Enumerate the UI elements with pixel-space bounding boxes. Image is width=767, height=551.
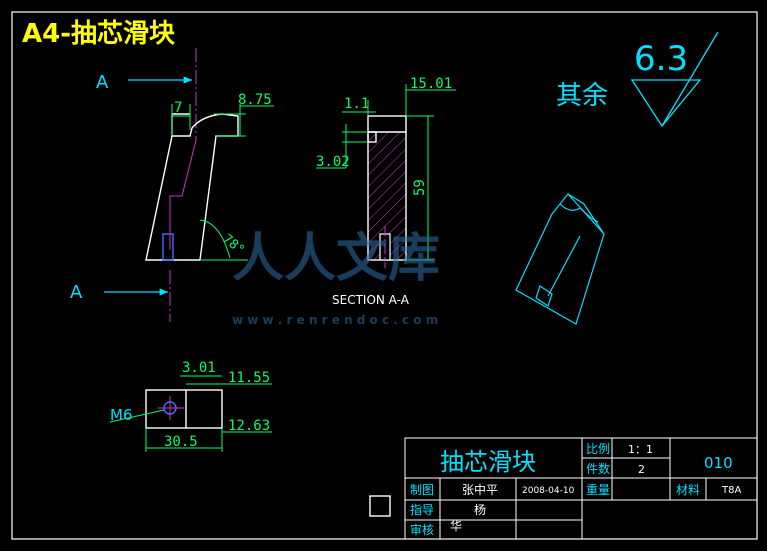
roughness-triangle [630,31,719,128]
tb-check-name: 华 [450,519,462,533]
view-arrow-label-bottom: A [70,282,83,303]
dim-1-1: 1.1 [344,96,369,112]
dim-12-63: 12.63 [228,418,270,434]
sheet-border [11,11,758,540]
view-arrow-label-top: A [96,72,109,93]
iso-hole [535,285,553,307]
tb-material-value: T8A [721,485,741,496]
tb-scale-label: 比例 [586,442,610,456]
tb-guide-label: 指导 [410,502,434,517]
tb-drawn-name: 张中平 [462,482,498,497]
section-slot [367,131,377,143]
dim-8-75: 8.75 [238,92,272,108]
dim-15-01: 15.01 [410,76,452,92]
dim-leader-m6 [109,409,165,423]
tb-qty-value: 2 [638,463,645,476]
side-outline [145,389,223,429]
tb-guide-name: 杨 [474,502,486,517]
watermark: 人人文库 w w w . r e n r e n d o c . c o m [232,229,440,327]
dim-3-02: 3.02 [316,154,350,170]
tb-scale-value: 1：1 [628,443,653,456]
tb-drawn-date: 2008-04-10 [522,486,575,496]
slider-core-path [169,139,197,250]
side-view: 3.01 11.55 M6 30.5 12.63 [109,360,272,452]
dim-arc-78 [199,219,231,259]
tb-drawn-label: 制图 [410,483,434,497]
iso-outline [515,193,605,325]
watermark-text: 人人文库 [232,229,440,289]
tb-qty-label: 件数 [586,461,610,476]
tb-weight-label: 重量 [586,483,610,497]
roughness-symbol: 其余 6.3 [556,31,719,128]
dim-m6: M6 [110,406,133,424]
dim-7: 7 [174,100,182,116]
roughness-value: 6.3 [634,39,688,79]
screw-hole-front [162,233,174,261]
small-marker-box [369,495,391,517]
tb-check-label: 审核 [410,522,434,537]
iso-view [515,193,605,325]
iso-top [567,193,605,235]
title-block [404,437,758,540]
dim-3-01: 3.01 [182,360,216,376]
section-label: SECTION A-A [332,293,410,307]
iso-core [547,235,581,297]
tb-drawing-no: 010 [704,454,733,472]
dim-30-5: 30.5 [164,434,198,450]
dim-59: 59 [412,179,428,196]
roughness-prefix: 其余 [556,81,608,111]
section-view: 15.01 1.1 3.02 59 SECTION A-A [316,76,456,307]
sheet-title: A4-抽芯滑块 [22,19,175,49]
tb-material-label: 材料 [676,483,700,497]
iso-notch [559,203,599,223]
dim-11-55: 11.55 [228,370,270,386]
watermark-url: w w w . r e n r e n d o c . c o m [232,313,438,327]
tb-part-name: 抽芯滑块 [440,448,536,476]
